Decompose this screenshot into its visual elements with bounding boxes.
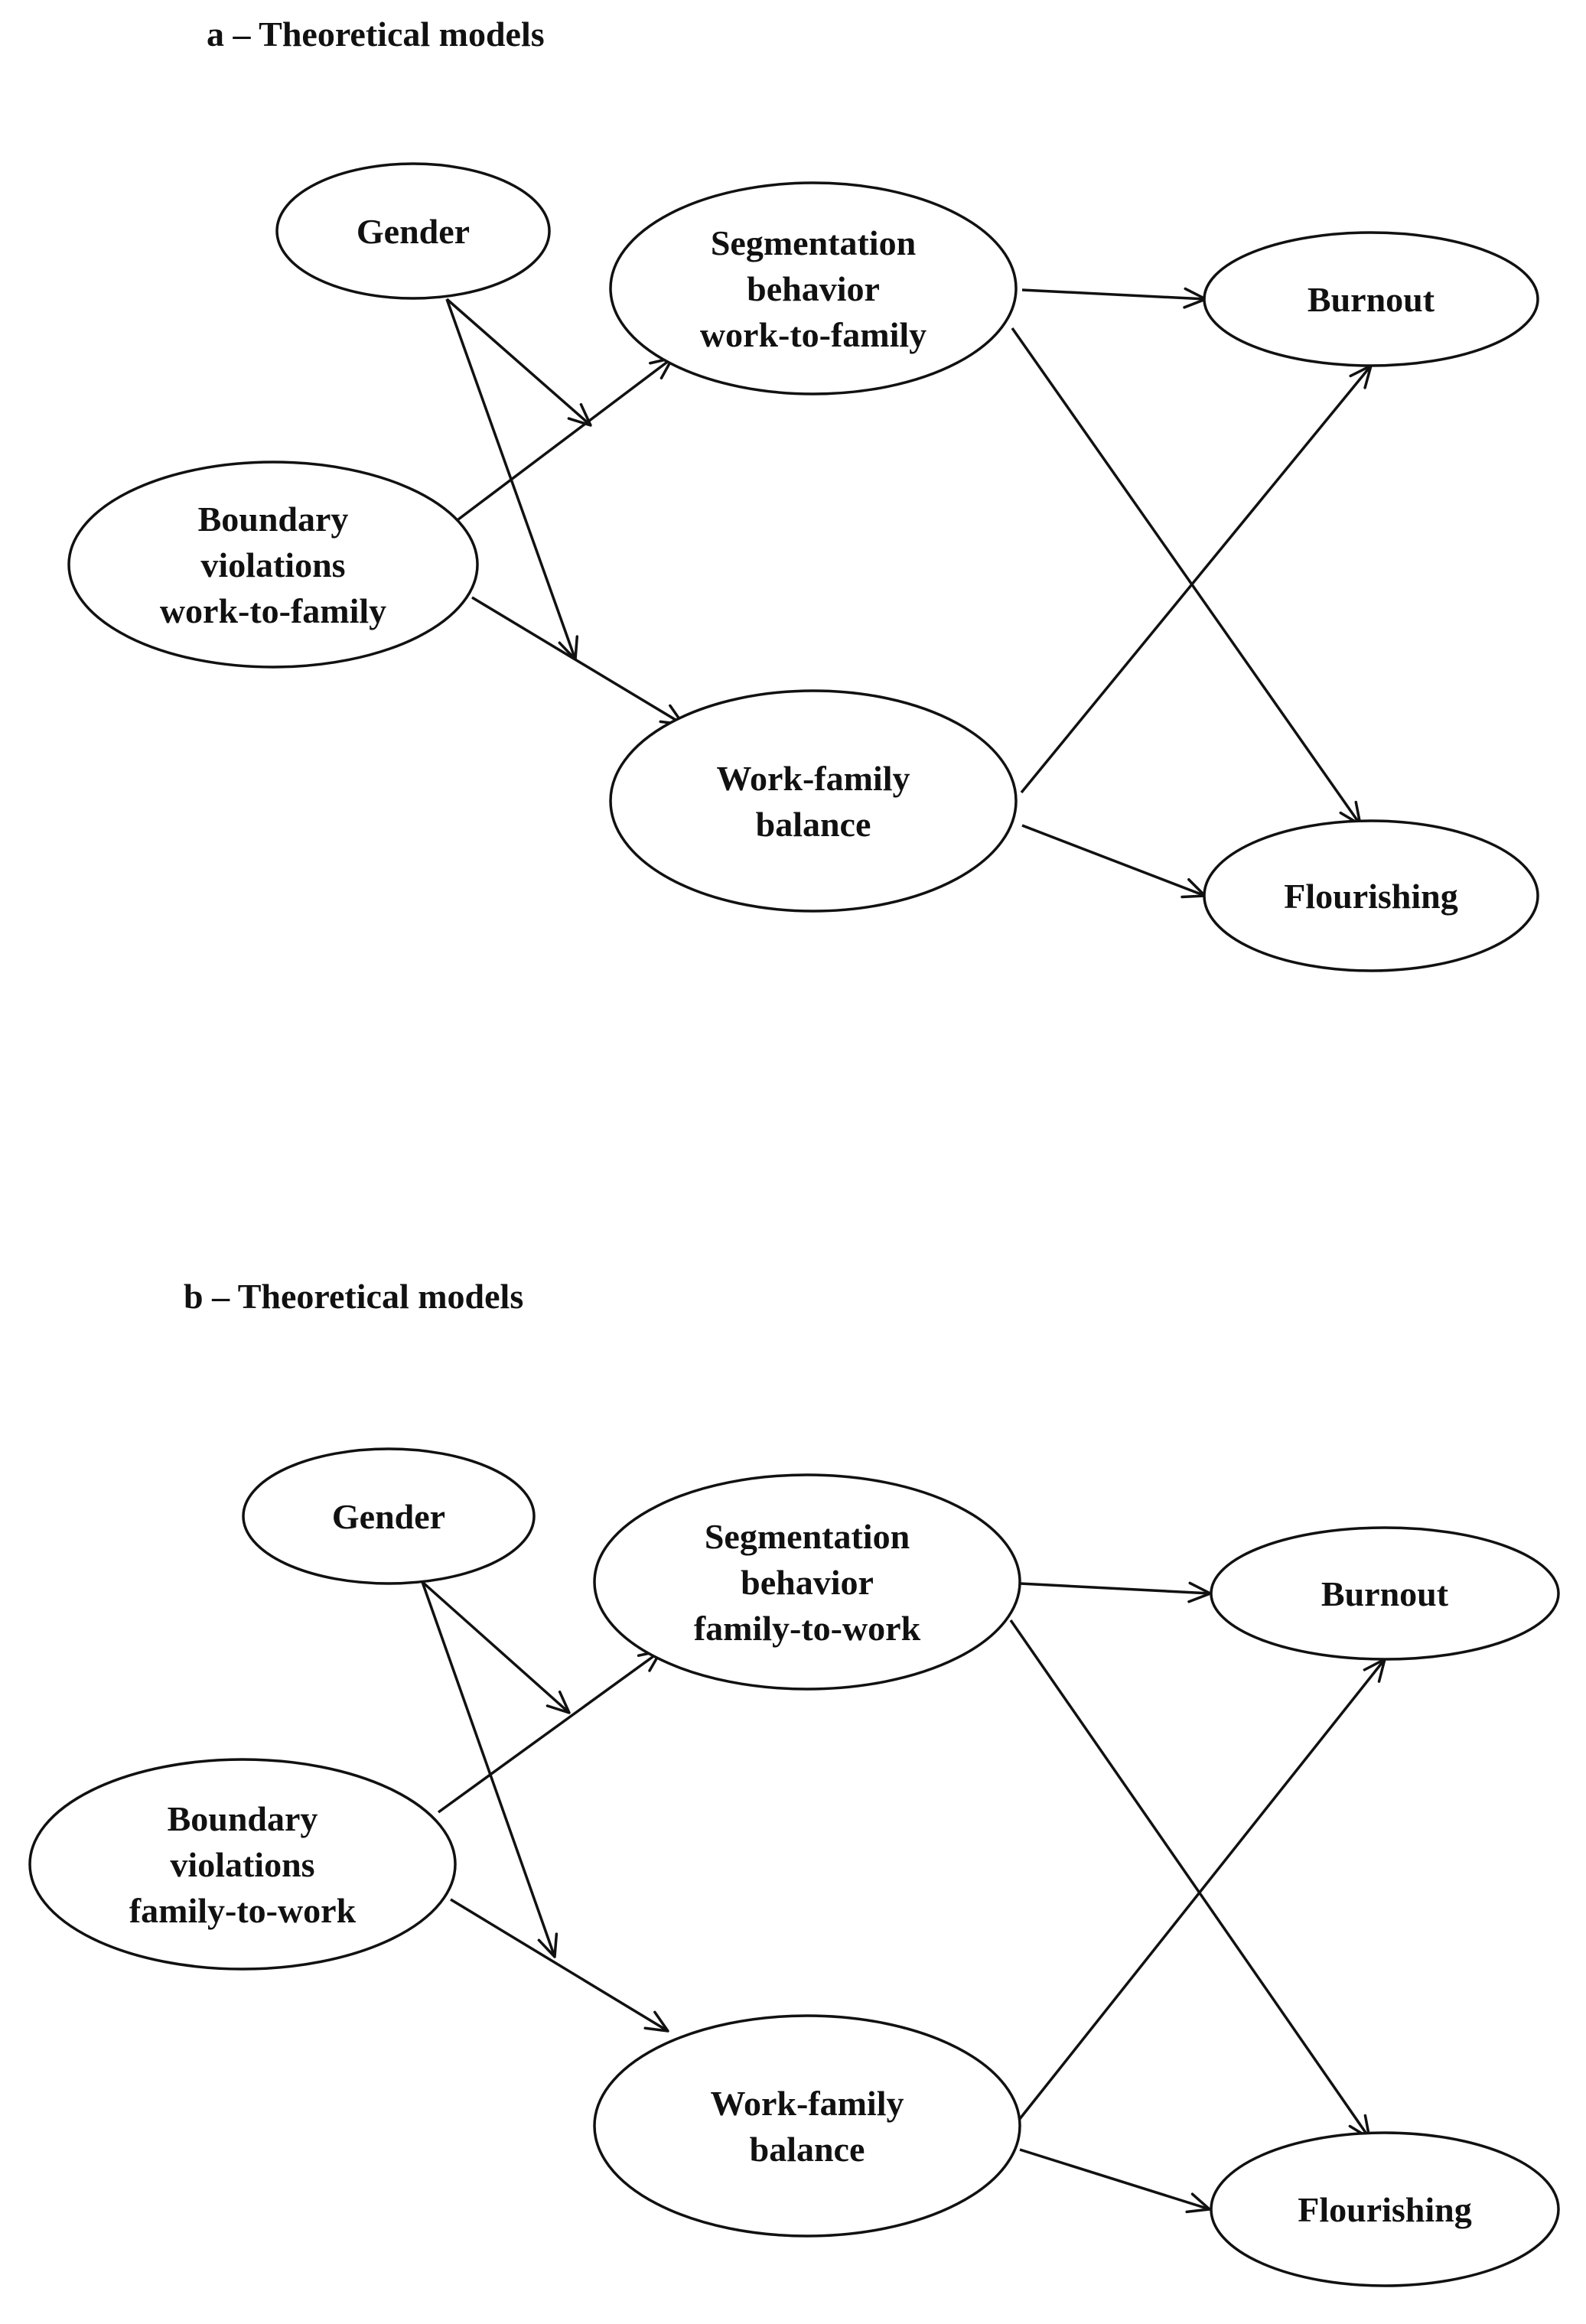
edge-balance-to-flourishing bbox=[1019, 2148, 1211, 2214]
node-label: Work-family bbox=[717, 759, 910, 798]
arrowhead-icon bbox=[1185, 2192, 1211, 2214]
edge-balance-to-flourishing-line bbox=[1019, 2148, 1210, 2211]
node-flourishing: Flourishing bbox=[1210, 2131, 1560, 2287]
node-label: Burnout bbox=[1308, 280, 1435, 319]
edge-segmentation-to-burnout bbox=[1021, 287, 1207, 309]
node-burnout-ellipse bbox=[1210, 1526, 1560, 1661]
node-label: Boundary bbox=[168, 1799, 318, 1838]
edge-predictor-to-balance-line bbox=[450, 1898, 669, 2033]
node-label: Gender bbox=[332, 1497, 445, 1536]
edge-segmentation-to-flourishing-line bbox=[1009, 1619, 1371, 2139]
edge-balance-to-flourishing bbox=[1021, 824, 1207, 899]
edge-predictor-to-segmentation-line bbox=[437, 1649, 663, 1814]
node-balance: Work-family balance bbox=[609, 689, 1018, 913]
node-gender: Gender bbox=[275, 162, 551, 300]
node-segmentation-ellipse bbox=[609, 181, 1018, 395]
node-label: behavior bbox=[741, 1563, 874, 1602]
node-balance: Work-family balance bbox=[593, 2014, 1021, 2238]
arrowhead-icon bbox=[567, 403, 592, 427]
edge-balance-to-burnout-line bbox=[1020, 364, 1373, 794]
node-label: balance bbox=[756, 805, 871, 844]
edge-segmentation-to-burnout bbox=[1019, 1581, 1212, 1603]
node-burnout: Burnout bbox=[1210, 1526, 1560, 1661]
node-label: Burnout bbox=[1321, 1574, 1449, 1613]
edge-segmentation-to-burnout-line bbox=[1021, 288, 1207, 301]
panel-title: a – Theoretical models bbox=[207, 15, 545, 54]
node-label: balance bbox=[750, 2130, 865, 2169]
node-label: Work-family bbox=[711, 2084, 904, 2123]
node-label: Gender bbox=[357, 212, 470, 251]
arrowhead-icon bbox=[558, 635, 579, 661]
node-predictor-ellipse bbox=[28, 1758, 457, 1971]
arrowhead-icon bbox=[643, 2010, 669, 2033]
node-label: violations bbox=[170, 1845, 314, 1884]
edge-gender-to-path-predictor-balance-line bbox=[445, 298, 577, 660]
edge-gender-to-path-predictor-segmentation bbox=[445, 298, 592, 427]
edge-gender-to-path-predictor-segmentation-line bbox=[445, 298, 592, 427]
node-label: Segmentation bbox=[711, 223, 916, 262]
edge-gender-to-path-predictor-balance bbox=[421, 1581, 559, 1958]
node-label: work-to-family bbox=[700, 315, 927, 354]
node-flourishing-ellipse bbox=[1203, 819, 1539, 972]
node-segmentation: Segmentation behavior family-to-work bbox=[593, 1473, 1021, 1691]
node-burnout-ellipse bbox=[1203, 231, 1539, 367]
edge-segmentation-to-flourishing bbox=[1011, 327, 1362, 826]
node-flourishing-ellipse bbox=[1210, 2131, 1560, 2287]
node-label: family-to-work bbox=[129, 1891, 357, 1930]
node-label: work-to-family bbox=[160, 591, 386, 630]
edge-balance-to-burnout-line bbox=[1018, 1658, 1386, 2121]
node-segmentation: Segmentation behavior work-to-family bbox=[609, 181, 1018, 395]
edge-balance-to-burnout bbox=[1018, 1658, 1386, 2121]
arrowhead-icon bbox=[537, 1932, 559, 1958]
node-predictor: Boundary violations family-to-work bbox=[28, 1758, 457, 1971]
edge-predictor-to-segmentation bbox=[457, 356, 674, 521]
node-label: Flourishing bbox=[1284, 877, 1458, 916]
node-label: family-to-work bbox=[694, 1609, 921, 1648]
node-label: Segmentation bbox=[705, 1517, 910, 1556]
node-balance-ellipse bbox=[593, 2014, 1021, 2238]
node-label: behavior bbox=[747, 269, 880, 308]
node-flourishing: Flourishing bbox=[1203, 819, 1539, 972]
node-balance-ellipse bbox=[609, 689, 1018, 913]
edge-predictor-to-segmentation-line bbox=[457, 356, 674, 521]
node-label: Flourishing bbox=[1298, 2190, 1472, 2229]
edge-balance-to-burnout bbox=[1020, 364, 1373, 794]
edge-segmentation-to-burnout-line bbox=[1019, 1582, 1211, 1595]
node-label: Boundary bbox=[198, 500, 349, 539]
edge-balance-to-flourishing-line bbox=[1021, 824, 1206, 897]
edge-gender-to-path-predictor-balance-line bbox=[421, 1581, 556, 1958]
node-burnout: Burnout bbox=[1203, 231, 1539, 367]
edge-gender-to-path-predictor-segmentation bbox=[421, 1580, 571, 1714]
edge-segmentation-to-flourishing-line bbox=[1011, 327, 1362, 826]
panel-title: b – Theoretical models bbox=[184, 1277, 523, 1316]
edge-gender-to-path-predictor-segmentation-line bbox=[421, 1580, 571, 1714]
node-gender-ellipse bbox=[275, 162, 551, 300]
edge-gender-to-path-predictor-balance bbox=[445, 298, 579, 661]
node-predictor: Boundary violations work-to-family bbox=[67, 461, 479, 669]
node-segmentation-ellipse bbox=[593, 1473, 1021, 1691]
arrowhead-icon bbox=[545, 1690, 571, 1714]
node-gender-ellipse bbox=[242, 1447, 536, 1585]
node-gender: Gender bbox=[242, 1447, 536, 1585]
node-label: violations bbox=[200, 545, 345, 584]
edge-predictor-to-balance bbox=[450, 1898, 669, 2033]
edge-predictor-to-balance bbox=[471, 596, 685, 726]
edge-predictor-to-segmentation bbox=[437, 1649, 663, 1814]
edge-predictor-to-balance-line bbox=[471, 596, 684, 726]
node-predictor-ellipse bbox=[67, 461, 479, 669]
